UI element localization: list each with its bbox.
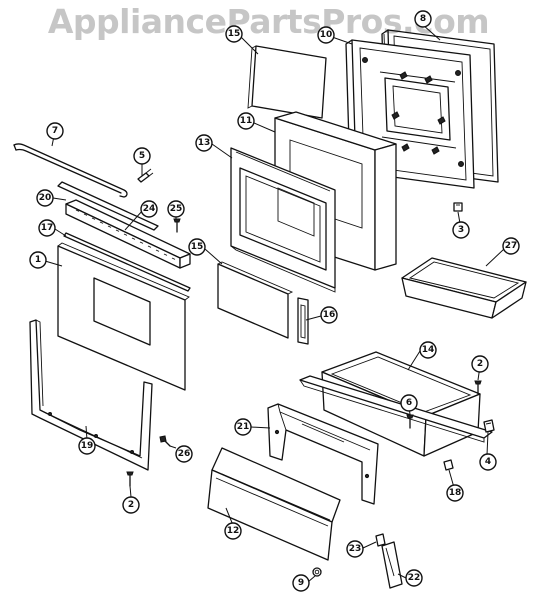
svg-text:6: 6 [406, 398, 412, 408]
callout-15-top: 15 [225, 25, 243, 43]
svg-text:16: 16 [323, 310, 336, 320]
part-cap-9 [312, 567, 322, 577]
part-bracket-21 [267, 403, 379, 505]
part-gasket-17 [63, 232, 191, 292]
part-trim-22 [381, 541, 403, 589]
svg-text:14: 14 [422, 345, 435, 355]
callout-6: 6 [400, 394, 418, 412]
part-clip-18 [443, 459, 454, 471]
callout-12: 12 [224, 522, 242, 540]
part-screw-5 [137, 168, 154, 183]
svg-text:25: 25 [170, 204, 183, 214]
svg-text:12: 12 [227, 526, 240, 536]
callout-22: 22 [405, 569, 423, 587]
svg-text:26: 26 [178, 449, 191, 459]
svg-text:4: 4 [485, 457, 491, 467]
callout-2-left: 2 [122, 496, 140, 514]
svg-text:19: 19 [81, 441, 94, 451]
part-drawer-14 [299, 351, 493, 457]
svg-text:18: 18 [449, 488, 462, 498]
svg-text:5: 5 [139, 151, 145, 161]
leader-lines [44, 24, 505, 583]
callout-10: 10 [317, 26, 335, 44]
callout-17: 17 [38, 219, 56, 237]
svg-text:23: 23 [349, 544, 362, 554]
part-outer-door-1 [57, 242, 190, 391]
svg-text:11: 11 [240, 116, 253, 126]
part-drawer-front-12 [207, 447, 341, 561]
svg-text:10: 10 [320, 30, 333, 40]
part-vent-panel-24 [65, 199, 191, 269]
callout-13: 13 [195, 134, 213, 152]
part-glass-panel-15-mid [217, 261, 294, 339]
callout-4: 4 [479, 453, 497, 471]
part-screw-2-right [474, 380, 482, 395]
part-clip-3 [453, 202, 463, 212]
svg-text:15: 15 [191, 242, 204, 252]
callout-9: 9 [292, 574, 310, 592]
svg-text:8: 8 [420, 14, 426, 24]
part-clip-4 [483, 419, 495, 433]
callout-16: 16 [320, 306, 338, 324]
svg-text:7: 7 [52, 126, 58, 136]
svg-text:2: 2 [477, 359, 483, 369]
svg-text:17: 17 [41, 223, 54, 233]
callout-2-right: 2 [471, 355, 489, 373]
svg-text:9: 9 [298, 578, 304, 588]
part-screw-25 [173, 218, 181, 233]
callout-8: 8 [414, 10, 432, 28]
svg-text:22: 22 [408, 573, 421, 583]
svg-text:21: 21 [237, 422, 250, 432]
callout-5: 5 [133, 147, 151, 165]
callout-11: 11 [237, 112, 255, 130]
svg-text:3: 3 [458, 225, 464, 235]
svg-text:1: 1 [35, 255, 41, 265]
svg-text:27: 27 [505, 241, 518, 251]
callout-14: 14 [419, 341, 437, 359]
callout-3: 3 [452, 221, 470, 239]
callout-24: 24 [140, 200, 158, 218]
part-clip-23 [375, 533, 386, 547]
part-frame-19 [29, 319, 153, 471]
callout-26: 26 [175, 445, 193, 463]
part-tray-27 [401, 257, 527, 319]
part-screw-2-left [126, 471, 134, 487]
callout-27: 27 [502, 237, 520, 255]
callout-19: 19 [78, 437, 96, 455]
svg-text:2: 2 [128, 500, 134, 510]
part-bracket-16 [297, 297, 309, 345]
part-screw-26 [159, 435, 171, 447]
part-screw-6 [406, 414, 414, 429]
part-handle-rod-7 [13, 143, 128, 198]
callout-25: 25 [167, 200, 185, 218]
part-glass-panel-15-top [247, 45, 327, 119]
callout-1: 1 [29, 251, 47, 269]
callout-15-mid: 15 [188, 238, 206, 256]
callout-20: 20 [36, 189, 54, 207]
svg-text:13: 13 [198, 138, 211, 148]
svg-text:24: 24 [143, 204, 156, 214]
part-door-frame-13 [230, 147, 336, 293]
svg-text:20: 20 [39, 193, 52, 203]
callout-23: 23 [346, 540, 364, 558]
callout-18: 18 [446, 484, 464, 502]
part-trim-20 [57, 181, 159, 231]
callout-7: 7 [46, 122, 64, 140]
svg-text:15: 15 [228, 29, 241, 39]
callout-21: 21 [234, 418, 252, 436]
